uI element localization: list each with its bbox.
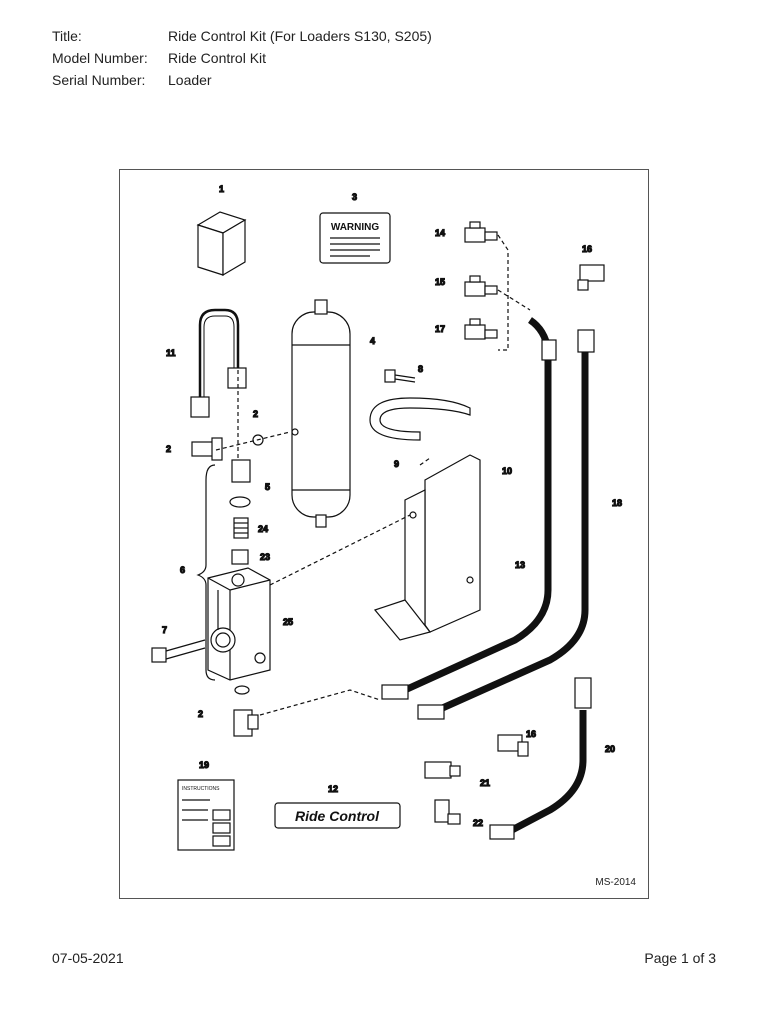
part-25-valve-block [207, 567, 271, 681]
parts-diagram-drawing: WARNING [151, 183, 623, 851]
callout-16: 16 [582, 244, 592, 254]
callout-21: 21 [480, 778, 490, 788]
fitting-leader-lines [497, 234, 531, 351]
callout-23: 23 [260, 552, 270, 562]
footer-page-number: Page 1 of 3 [644, 950, 716, 966]
part-7-bolt [151, 639, 206, 663]
callout-10: 10 [502, 466, 512, 476]
part-2-lower-fitting [233, 685, 259, 737]
callout-25: 25 [283, 617, 293, 627]
serial-number-label: Serial Number: [52, 72, 146, 88]
part-2-upper-fitting [191, 434, 264, 461]
footer-date: 07-05-2021 [52, 950, 124, 966]
part-11-tube [190, 308, 247, 418]
callout-19: 19 [199, 760, 209, 770]
part-20-hose [489, 677, 592, 840]
callout-1: 1 [219, 184, 224, 194]
callout-18: 18 [612, 498, 622, 508]
figure-code: MS-2014 [595, 877, 636, 888]
callout-8: 8 [418, 364, 423, 374]
part-16-lower-fitting [497, 734, 529, 757]
instructions-sheet-text: INSTRUCTIONS [182, 786, 220, 792]
parts-diagram: WARNING [119, 169, 649, 899]
part-8-bolt [384, 369, 416, 383]
part-9-clamp [369, 397, 471, 441]
part-6-bracket [196, 464, 216, 681]
serial-number-value: Loader [168, 72, 212, 88]
callout-4: 4 [370, 336, 375, 346]
callout-6: 6 [180, 565, 185, 575]
part-19-instructions: INSTRUCTIONS [177, 779, 235, 851]
part-3-warning-decal: WARNING [319, 212, 391, 264]
callout-22: 22 [473, 818, 483, 828]
title-value: Ride Control Kit (For Loaders S130, S205… [168, 28, 432, 44]
part-15-fitting [464, 275, 498, 297]
callout-14: 14 [435, 228, 445, 238]
assembly-dashed-lines [215, 370, 431, 716]
callout-16-lower: 16 [526, 729, 536, 739]
callout-7: 7 [162, 625, 167, 635]
part-12-ride-control-decal: Ride Control [274, 802, 401, 829]
callout-17: 17 [435, 324, 445, 334]
ride-control-decal-text: Ride Control [295, 808, 380, 824]
model-number-label: Model Number: [52, 50, 148, 66]
part-18-hose [417, 329, 595, 720]
part-21-fitting [424, 761, 461, 779]
part-5-24-23-stack [229, 459, 251, 565]
warning-decal-text: WARNING [331, 222, 380, 233]
part-14-fitting [464, 221, 498, 243]
part-4-accumulator [291, 299, 351, 528]
title-label: Title: [52, 28, 82, 44]
callout-9: 9 [394, 459, 399, 469]
callout-2-lower: 2 [198, 709, 203, 719]
callout-13: 13 [515, 560, 525, 570]
callout-11: 11 [166, 348, 176, 358]
callout-15: 15 [435, 277, 445, 287]
callout-12: 12 [328, 784, 338, 794]
part-10-mount-bracket [373, 454, 481, 641]
part-22-fitting [434, 799, 461, 825]
callout-20: 20 [605, 744, 615, 754]
part-17-fitting [464, 318, 498, 340]
callout-3: 3 [352, 192, 357, 202]
part-1-box [196, 211, 247, 277]
model-number-value: Ride Control Kit [168, 50, 267, 66]
part-13-hose [381, 317, 557, 700]
part-16-upper-fitting [577, 264, 605, 291]
callout-24: 24 [258, 524, 268, 534]
callout-2-upper-left: 2 [166, 444, 171, 454]
callout-5: 5 [265, 482, 270, 492]
callout-2-upper-right: 2 [253, 409, 258, 419]
callout-labels: 1 3 14 16 15 17 11 4 8 2 2 9 10 18 5 24 … [161, 183, 622, 828]
